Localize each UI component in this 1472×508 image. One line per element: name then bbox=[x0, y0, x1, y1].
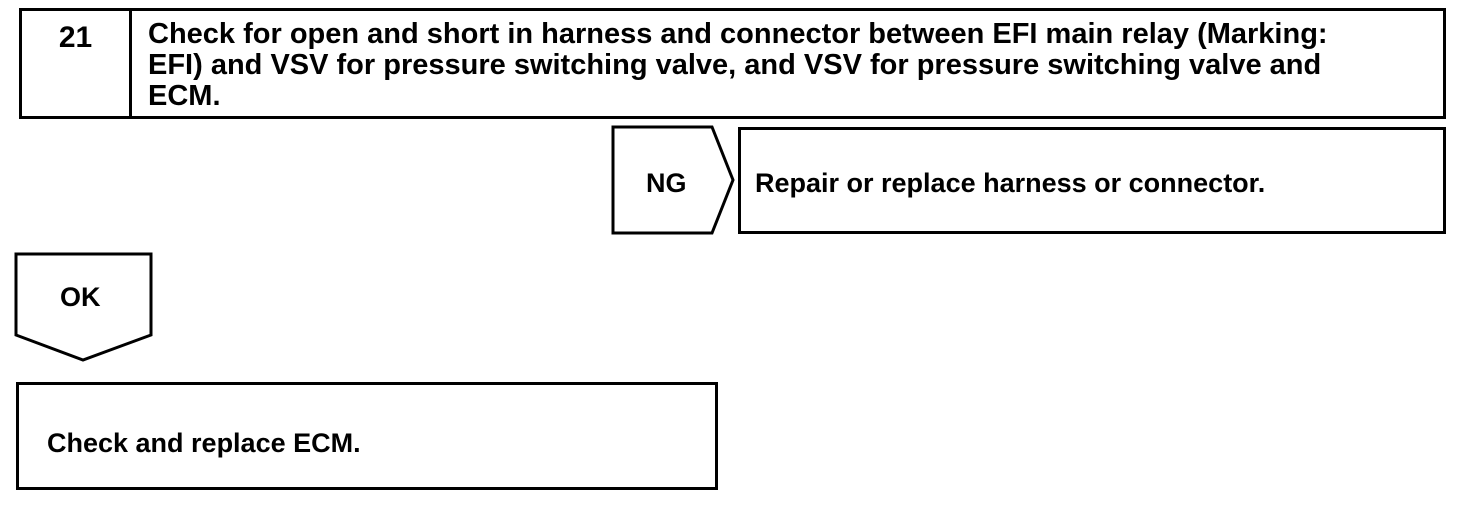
step-description: Check for open and short in harness and … bbox=[148, 18, 1328, 112]
ng-result-text: Repair or replace harness or connector. bbox=[755, 168, 1266, 198]
step-box: 21 Check for open and short in harness a… bbox=[19, 8, 1446, 119]
ok-label: OK bbox=[60, 282, 101, 312]
ng-label: NG bbox=[646, 168, 687, 198]
ng-arrow-shape bbox=[611, 125, 735, 235]
ng-result-box: Repair or replace harness or connector. bbox=[738, 127, 1446, 234]
step-number-cell: 21 bbox=[22, 11, 132, 116]
ok-arrow-shape bbox=[14, 252, 153, 362]
final-action-text: Check and replace ECM. bbox=[47, 428, 361, 458]
final-action-box: Check and replace ECM. bbox=[16, 382, 718, 490]
step-number: 21 bbox=[58, 21, 93, 54]
